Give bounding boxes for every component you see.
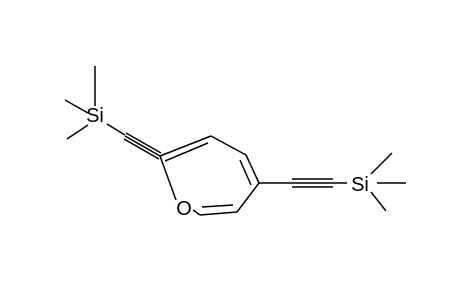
oxepine-ring (159, 135, 260, 216)
left-alkyne-line-3 (123, 138, 160, 160)
ring-bond-c4-c5 (245, 154, 260, 184)
bond-si-right-methyl-top (370, 152, 393, 175)
ring-bond-c3-c4 (210, 135, 247, 156)
atom-label-si-left: Si (86, 105, 104, 127)
left-alkyne-triple-bond (123, 132, 162, 160)
atom-label-si-right: Si (351, 174, 369, 196)
atom-label-oxygen: O (176, 198, 192, 220)
ring-bond-c6-c7 (199, 211, 238, 216)
ring-bond-c4-c5-inner (239, 159, 252, 186)
left-alkyne-line-2 (124, 135, 161, 157)
right-trimethylsilyl-group (370, 152, 406, 212)
ring-bond-c5-c6 (236, 182, 260, 213)
ring-bond-c6-c7-inner (201, 204, 234, 208)
left-trimethylsilyl-group (64, 66, 126, 140)
bond-si-left-methyl-left (64, 99, 89, 114)
bond-si-left-methyl-bottom (66, 124, 89, 140)
ring-bond-c7-o (192, 209, 201, 216)
right-alkyne-triple-bond (259, 178, 347, 188)
left-alkyne-line-1 (125, 132, 162, 154)
bond-si-left-to-alkyne (106, 123, 126, 136)
ring-bond-o-c2 (159, 155, 177, 201)
bond-si-right-methyl-bottom (370, 191, 387, 212)
ring-bond-c2-c3 (159, 135, 212, 157)
ring-bond-c2-c3-inner (164, 142, 209, 162)
